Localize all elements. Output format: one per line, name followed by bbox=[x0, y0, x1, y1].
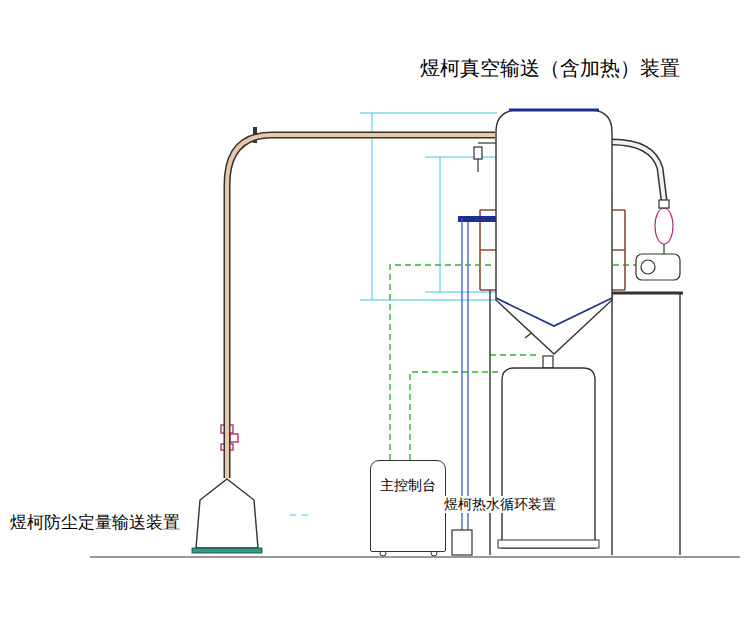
drawing-part bbox=[230, 434, 238, 442]
drawing-part bbox=[605, 292, 683, 295]
suction-pipe-inner bbox=[612, 142, 664, 200]
drawing-part bbox=[410, 372, 500, 460]
drawing-part bbox=[655, 208, 673, 244]
drawing-part bbox=[477, 159, 478, 172]
drawing-part bbox=[496, 298, 612, 326]
drawing-part bbox=[490, 354, 540, 355]
drawing-part bbox=[440, 157, 441, 292]
drawing-part bbox=[636, 254, 680, 280]
tank-outline bbox=[495, 108, 613, 358]
device-label: 煜柯热水循环装置 bbox=[443, 496, 557, 513]
control-wire bbox=[390, 265, 495, 460]
suction-pipe bbox=[612, 142, 664, 200]
drawing-part bbox=[192, 548, 262, 553]
drawing-part bbox=[302, 515, 308, 516]
hopper-device: 煜柯防尘定量输送装置 bbox=[192, 478, 262, 554]
vacuum-pump bbox=[636, 200, 680, 280]
drawing-part bbox=[611, 293, 612, 555]
device-label: 煜柯防尘定量输送装置 bbox=[10, 512, 180, 532]
drawing-part bbox=[496, 110, 612, 354]
water-unit bbox=[452, 530, 472, 555]
discharge-valve bbox=[543, 356, 553, 368]
drawing-part bbox=[663, 244, 664, 254]
drawing-part bbox=[390, 265, 495, 460]
drawing-part bbox=[478, 142, 497, 143]
tank-valve bbox=[474, 143, 497, 172]
drawing-part bbox=[489, 290, 490, 555]
receiving-bin bbox=[502, 368, 595, 548]
drawing-part bbox=[467, 222, 468, 532]
drawing-part bbox=[641, 260, 655, 274]
drawing-part bbox=[360, 300, 497, 301]
drawing-part bbox=[290, 515, 296, 516]
drawing-part bbox=[372, 113, 373, 300]
vacuum-tank: 煜柯真空输送（含加热）装置 bbox=[495, 108, 613, 358]
drawing-part bbox=[659, 200, 669, 208]
bin-base bbox=[498, 540, 599, 548]
hopper-outline bbox=[192, 478, 262, 554]
console-label: 主控制台 bbox=[380, 477, 436, 494]
drawing-part bbox=[679, 293, 680, 555]
drawing-part bbox=[425, 157, 500, 158]
control-console: 主控制台 bbox=[370, 460, 446, 552]
floor-line bbox=[90, 556, 740, 557]
drawing-part bbox=[509, 109, 599, 112]
drawing-part bbox=[474, 147, 482, 159]
platform bbox=[490, 290, 683, 555]
drawing-part bbox=[227, 135, 495, 478]
device-title: 煜柯真空输送（含加热）装置 bbox=[420, 56, 680, 80]
conveying-pipe bbox=[227, 135, 495, 478]
drawing-part bbox=[461, 218, 462, 532]
drawing-part bbox=[227, 135, 495, 478]
drawing-part bbox=[196, 479, 258, 548]
drawing-part bbox=[360, 113, 497, 114]
